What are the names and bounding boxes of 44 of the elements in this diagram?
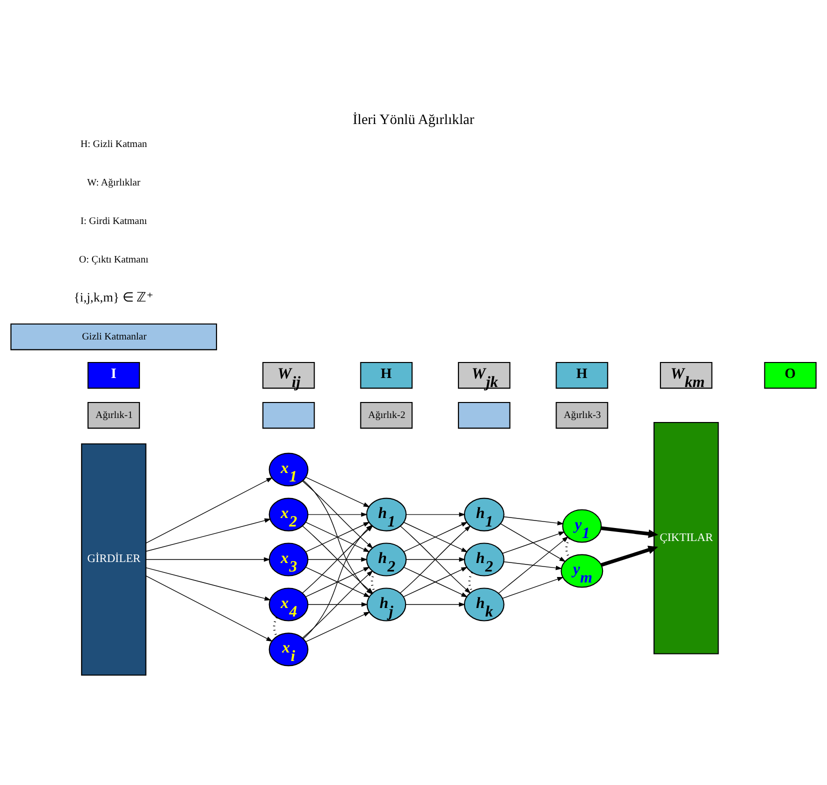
arrow: [308, 512, 368, 517]
connector: [565, 538, 570, 558]
connector: [468, 572, 473, 592]
arrow: [146, 575, 273, 642]
diagram-title: İleri Yönlü Ağırlıklar: [352, 112, 474, 128]
label: W: Ağırlıklar: [87, 177, 140, 188]
arrow: [146, 477, 273, 544]
arrow: [502, 532, 566, 554]
node-box: Ağırlık-3: [556, 402, 608, 429]
arrow: [146, 518, 272, 552]
arrow: [305, 612, 370, 642]
arrow: [308, 557, 368, 562]
arrow: [503, 561, 562, 570]
arrow: [305, 476, 370, 508]
node-box: H: [360, 362, 413, 389]
arrow: [498, 536, 569, 594]
arrow: [405, 602, 466, 607]
node-box: ÇIKTILAR: [654, 422, 719, 654]
label: I: Girdi Katmanı: [80, 216, 147, 227]
arrow: [503, 516, 564, 526]
node-box: GİRDİLER: [81, 443, 146, 676]
arrow: [406, 512, 466, 517]
arrow: [308, 602, 368, 607]
arrow: [502, 577, 564, 599]
arrow: [500, 523, 566, 562]
node-box: Ağırlık-1: [88, 402, 140, 429]
node-box: [262, 402, 315, 429]
arrow: [406, 557, 466, 562]
arrow: [601, 526, 658, 538]
node-box: I: [88, 362, 140, 389]
arrow: [146, 567, 272, 601]
label: {i,j,k,m} ∈ ℤ⁺: [74, 290, 154, 304]
label: H: Gizli Katman: [80, 138, 147, 150]
node-box: H: [556, 362, 608, 389]
node-box: Ağırlık-2: [360, 402, 413, 429]
node-box: Gizli Katmanlar: [10, 323, 218, 350]
arrow: [146, 557, 270, 562]
arrow: [600, 546, 658, 567]
label: O: Çıktı Katmanı: [79, 254, 148, 266]
connector: [370, 572, 376, 592]
node-box: O: [764, 362, 817, 389]
node-box: [458, 402, 510, 429]
arrow: [305, 522, 370, 552]
connector: [273, 617, 278, 637]
